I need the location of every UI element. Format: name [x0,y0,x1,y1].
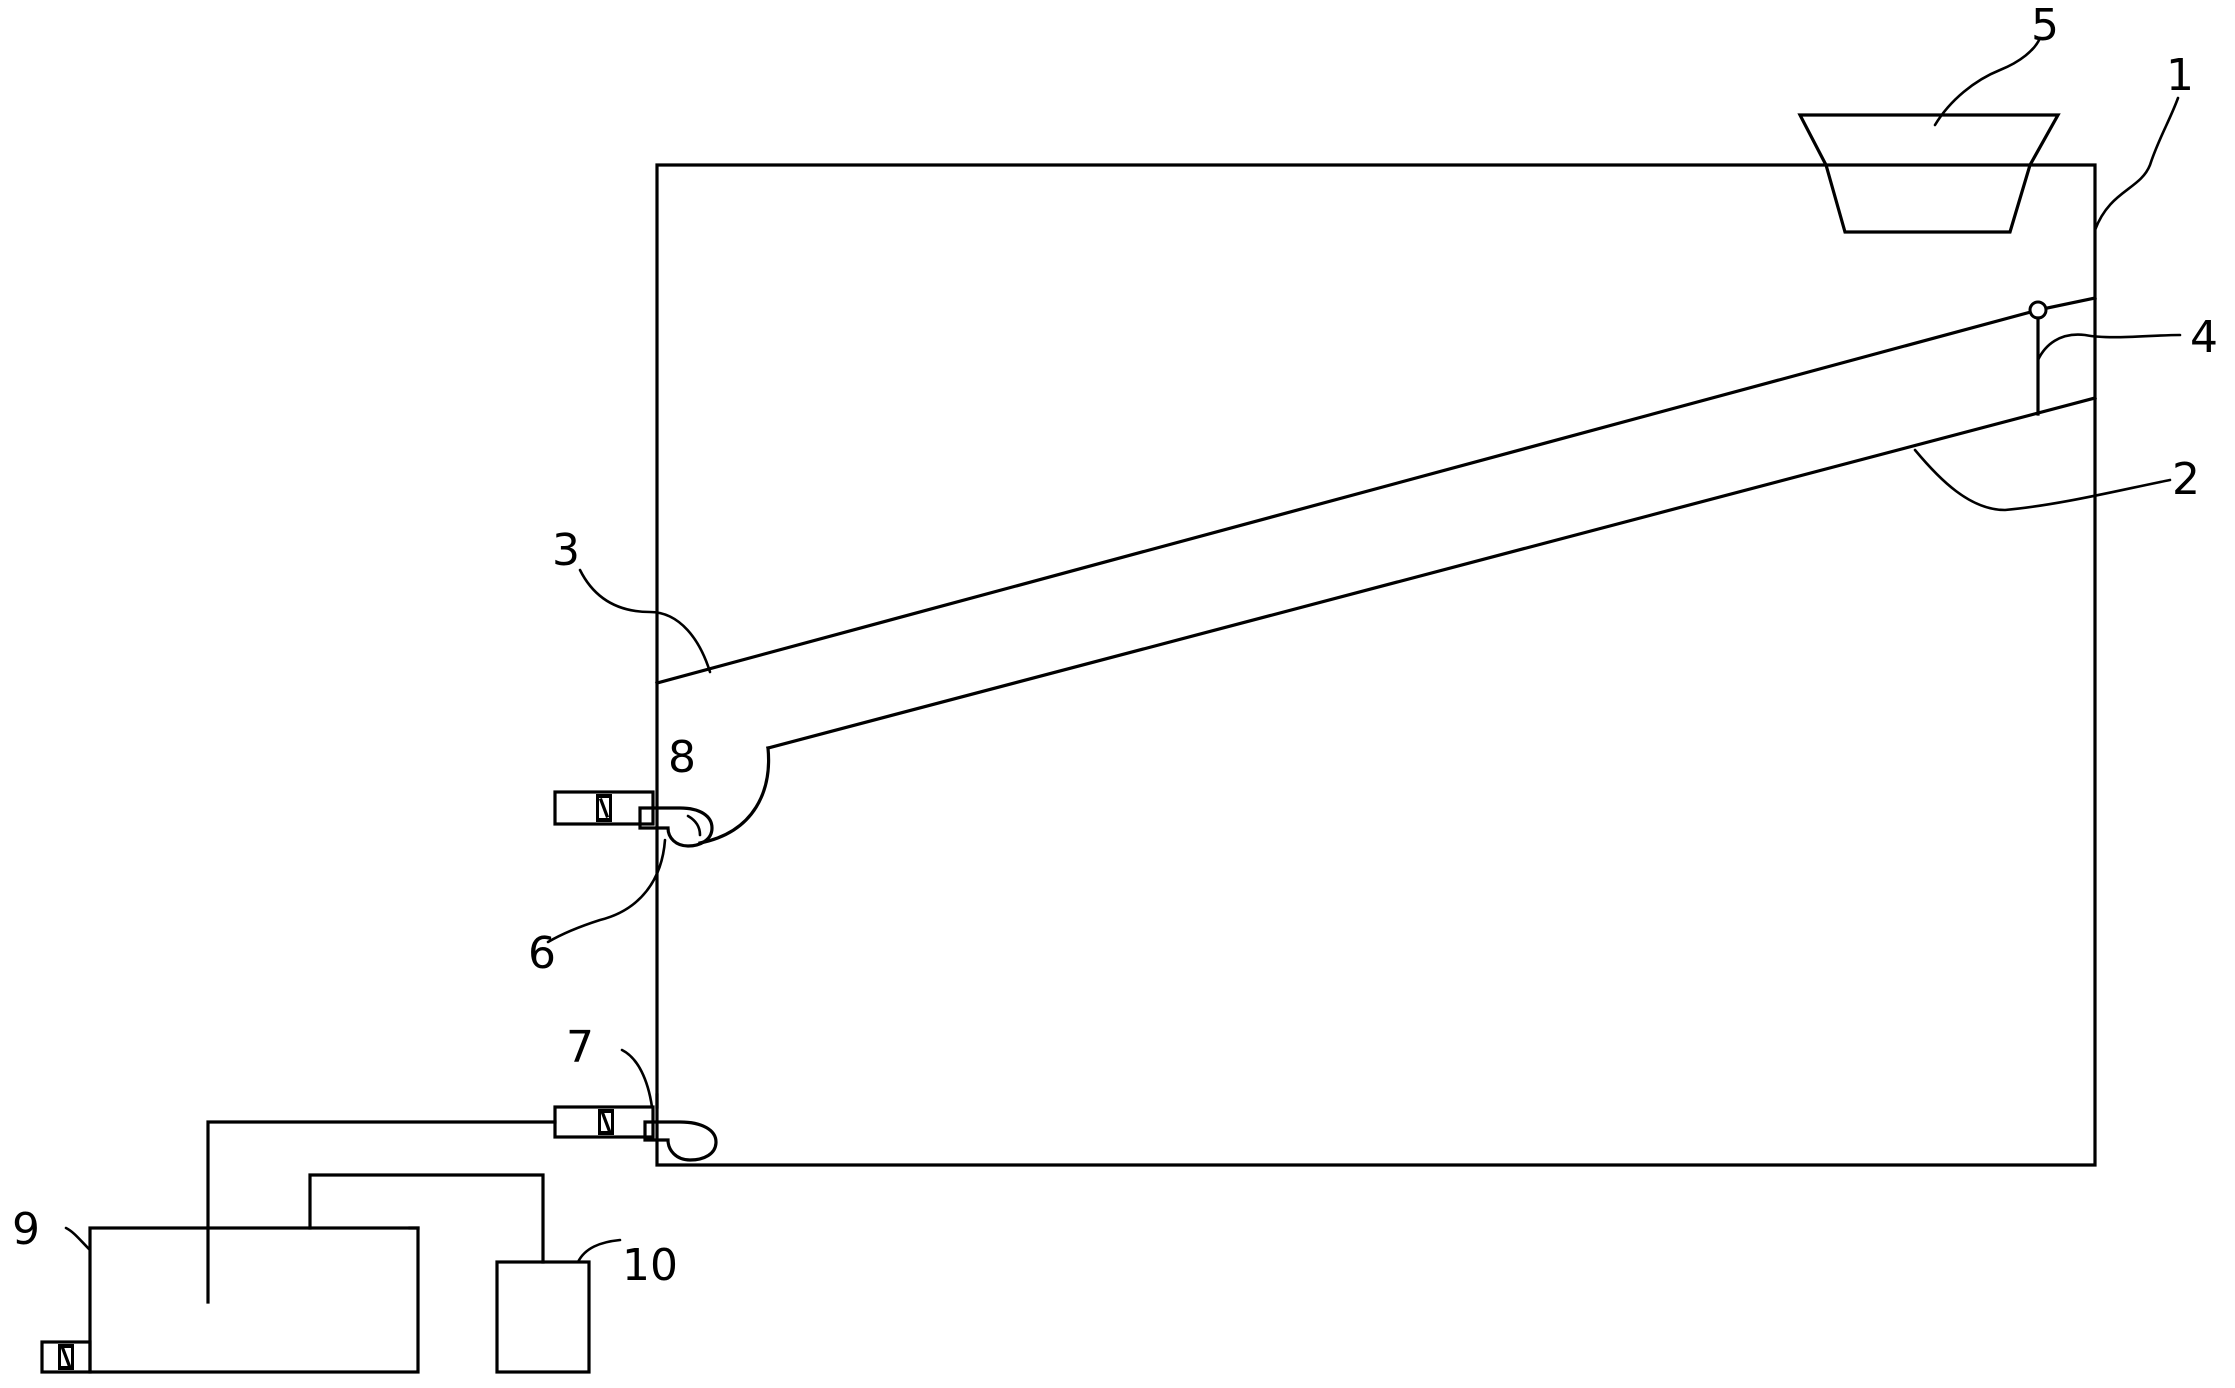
upper-screen [655,296,2097,685]
label-bottom-outlet-fan: 7 [566,1022,594,1073]
small-box [495,1260,591,1374]
label-middle-outlet-fan: 6 [528,928,556,979]
label-support: 4 [2190,312,2218,363]
reference-numerals: 1 5 4 2 3 8 6 7 9 10 [12,0,2218,1291]
collector-box [40,1226,420,1374]
pipe-to-collector [206,1120,557,1304]
middle-outlet-fan [553,790,714,848]
label-small-box: 10 [622,1240,678,1291]
label-lower-screen: 2 [2172,454,2200,505]
label-upper-screen: 3 [552,525,580,576]
label-feed-hopper: 5 [2031,0,2059,51]
label-collector-box: 9 [12,1204,40,1255]
label-housing: 1 [2166,50,2194,101]
feed-hopper [1797,113,2061,234]
bottom-outlet-fan [553,1093,718,1162]
housing [655,163,2097,1167]
pipe-to-small-box [308,1173,545,1264]
lower-screen [698,396,2097,845]
leader-lines [64,36,2182,1264]
label-upper-outlet: 8 [668,732,696,783]
